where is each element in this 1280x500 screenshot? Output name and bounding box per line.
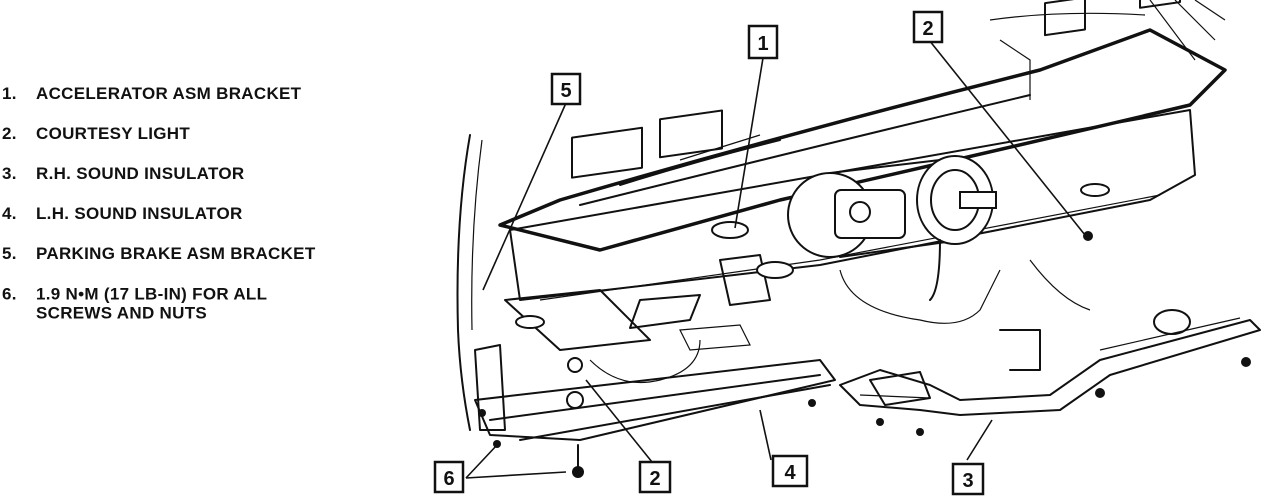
instrument-panel-pad (498, 28, 1227, 252)
callout-6: 6 (433, 460, 465, 494)
legend-label: 1.9 N•M (17 LB-IN) FOR ALL SCREWS AND NU… (36, 285, 268, 323)
legend-item-6: 6. 1.9 N•M (17 LB-IN) FOR ALL SCREWS AND… (0, 285, 380, 323)
legend-number: 5. (2, 244, 17, 263)
svg-text:2: 2 (649, 468, 660, 490)
legend: 1. ACCELERATOR ASM BRACKET 2. COURTESY L… (0, 84, 380, 324)
legend-item-5: 5. PARKING BRAKE ASM BRACKET (0, 245, 380, 264)
svg-text:6: 6 (443, 468, 454, 490)
legend-item-3: 3. R.H. SOUND INSULATOR (0, 165, 380, 184)
legend-number: 2. (2, 124, 17, 143)
callout-3: 3 (951, 462, 985, 496)
instrument-panel-face (509, 0, 1196, 301)
steering-column (787, 155, 997, 301)
svg-text:2: 2 (922, 18, 933, 40)
legend-item-4: 4. L.H. SOUND INSULATOR (0, 205, 380, 224)
lh-sound-insulator (474, 324, 836, 441)
svg-text:5: 5 (560, 80, 571, 102)
callout-4: 4 (771, 454, 809, 488)
svg-text:1: 1 (757, 33, 768, 55)
lower-panel-brackets (504, 183, 1191, 371)
legend-number: 3. (2, 164, 17, 183)
callout-2-bottom: 2 (638, 460, 672, 494)
callout-1: 1 (747, 24, 779, 60)
a-pillar-lines (456, 0, 1226, 431)
legend-label: ACCELERATOR ASM BRACKET (36, 84, 302, 103)
legend-number: 1. (2, 84, 17, 103)
legend-label: R.H. SOUND INSULATOR (36, 164, 245, 183)
legend-number: 6. (2, 285, 17, 304)
svg-text:3: 3 (962, 470, 973, 492)
rh-sound-insulator (839, 317, 1261, 436)
callout-2-top: 2 (912, 10, 944, 44)
legend-number: 4. (2, 204, 17, 223)
callout-5: 5 (550, 72, 582, 106)
legend-item-2: 2. COURTESY LIGHT (0, 125, 380, 144)
legend-label: PARKING BRAKE ASM BRACKET (36, 244, 316, 263)
mounting-nuts (493, 440, 584, 478)
svg-text:4: 4 (784, 462, 796, 484)
legend-item-1: 1. ACCELERATOR ASM BRACKET (0, 85, 380, 104)
legend-label: L.H. SOUND INSULATOR (36, 204, 243, 223)
legend-label: COURTESY LIGHT (36, 124, 191, 143)
leader-lines (465, 39, 1086, 479)
